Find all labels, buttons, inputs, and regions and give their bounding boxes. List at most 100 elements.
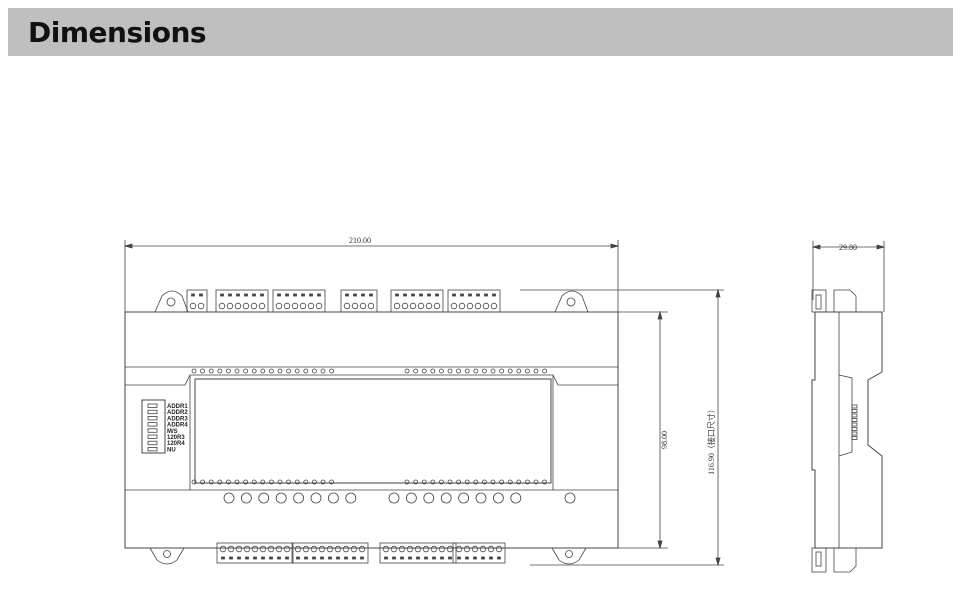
terminal-pin — [481, 556, 485, 560]
depth-label: 29.80 — [839, 243, 857, 252]
terminal-screw — [406, 545, 414, 553]
pin-dot — [438, 368, 444, 374]
section-header: Dimensions — [8, 8, 953, 56]
pin-dot — [499, 479, 505, 485]
pin-dot — [542, 368, 547, 374]
terminal-screw — [350, 545, 358, 553]
mounting-lug — [154, 290, 189, 313]
pin-dot — [430, 479, 436, 485]
dip-switch-slot — [147, 409, 158, 415]
terminal-screw — [258, 302, 266, 310]
terminal-pin — [220, 293, 224, 297]
dip-switch-slot — [147, 440, 158, 446]
section-title: Dimensions — [28, 16, 207, 49]
terminal-pin — [424, 556, 428, 560]
pin-dot — [490, 368, 496, 374]
terminal-screw — [294, 545, 302, 553]
terminal-pin — [244, 293, 248, 297]
pin-dot — [490, 479, 496, 485]
terminal-pin — [497, 556, 501, 560]
terminal-pin — [452, 293, 456, 297]
pin-dot — [404, 368, 410, 374]
led-indicator — [405, 492, 417, 504]
pin-dot — [200, 479, 206, 485]
pin-dot — [542, 479, 547, 485]
terminal-pin — [392, 556, 396, 560]
terminal-screw — [495, 545, 503, 553]
dip-switch-slot — [147, 434, 158, 439]
terminal-pin — [252, 293, 256, 297]
side-pin — [851, 436, 858, 440]
terminal-pin — [344, 556, 348, 560]
led-indicator — [258, 492, 270, 504]
terminal-pin — [285, 556, 289, 560]
pin-dot — [320, 479, 326, 485]
terminal-screw — [283, 545, 291, 553]
led-indicator — [223, 492, 235, 504]
pin-dot — [234, 479, 240, 485]
terminal-pin — [320, 556, 324, 560]
side-pin — [851, 431, 858, 436]
pin-dot — [251, 479, 257, 485]
terminal-screw — [242, 302, 250, 310]
pin-dot — [200, 368, 206, 374]
total-height-label: 116.90（接口尺寸） — [706, 405, 716, 475]
terminal-screw — [367, 302, 375, 310]
terminal-screw — [409, 302, 417, 310]
dip-switch-slot — [147, 415, 158, 421]
terminal-pin — [296, 556, 300, 560]
terminal-screw — [390, 545, 398, 553]
terminal-screw — [482, 302, 490, 310]
pin-dot — [481, 368, 487, 374]
terminal-block — [216, 542, 294, 564]
pin-dot — [525, 368, 530, 374]
pin-dot — [303, 479, 309, 485]
terminal-block — [390, 289, 444, 313]
terminal-pin — [236, 293, 240, 297]
dip-switch-label: ADDR2 — [167, 410, 188, 416]
mounting-lug — [551, 547, 587, 565]
terminal-screw — [422, 545, 430, 553]
terminal-pin — [269, 556, 273, 560]
mounting-lug — [149, 547, 185, 565]
terminal-pin — [395, 293, 399, 297]
terminal-screw — [446, 545, 454, 553]
terminal-screw — [307, 302, 315, 310]
pin-dot — [473, 368, 479, 374]
pin-dot — [525, 479, 530, 485]
terminal-screw — [250, 302, 258, 310]
terminal-block — [452, 542, 506, 564]
led-indicator — [564, 492, 576, 504]
terminal-pin — [411, 293, 415, 297]
led-indicator — [440, 492, 452, 504]
pin-dot — [277, 368, 283, 374]
pin-dot — [191, 479, 197, 485]
terminal-screw — [299, 302, 307, 310]
side-pin — [851, 422, 858, 427]
terminal-screw — [343, 302, 351, 310]
terminal-screw — [219, 545, 227, 553]
led-indicator — [423, 492, 435, 504]
terminal-pin — [285, 293, 289, 297]
terminal-pin — [476, 293, 480, 297]
terminal-pin — [352, 556, 356, 560]
pin-dot — [533, 479, 539, 485]
terminal-pin — [360, 556, 364, 560]
terminal-pin — [336, 556, 340, 560]
terminal-screw — [490, 302, 498, 310]
dip-switch-slot — [147, 446, 158, 452]
led-indicator — [458, 492, 470, 504]
pin-dot — [303, 368, 309, 374]
pin-dot — [268, 368, 274, 374]
pin-dot — [329, 479, 335, 485]
dip-switch-label: ADDR1 — [167, 404, 188, 410]
pin-dot — [447, 368, 453, 374]
terminal-screw — [487, 545, 495, 553]
terminal-screw — [259, 545, 267, 553]
terminal-pin — [229, 556, 233, 560]
terminal-block — [291, 542, 369, 564]
led-indicator — [293, 492, 305, 504]
terminal-pin — [277, 293, 281, 297]
terminal-pin — [361, 293, 365, 297]
pin-dot — [516, 479, 522, 485]
